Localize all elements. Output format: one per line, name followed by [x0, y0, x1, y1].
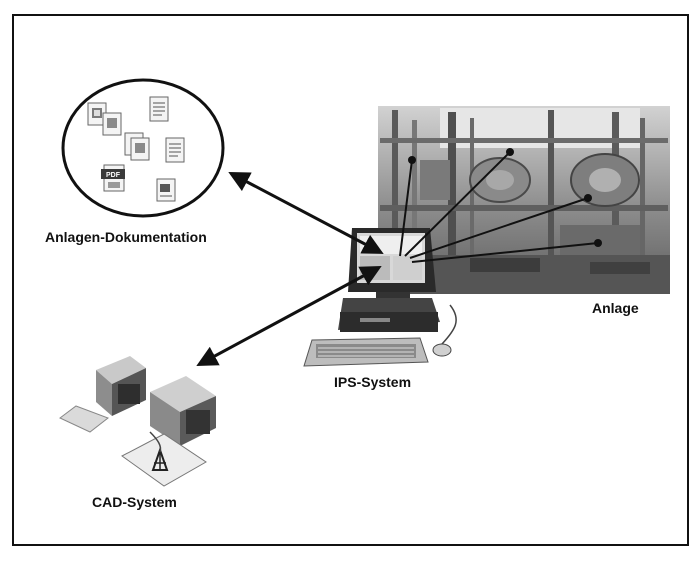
label-plant: Anlage	[592, 300, 639, 316]
plant-pointers	[399, 148, 602, 263]
doc-icon-stack	[124, 132, 150, 161]
doc-icon-text-2	[165, 137, 185, 163]
arrow-docs-ips	[228, 172, 384, 254]
doc-icon-text-1	[149, 96, 169, 122]
pdf-tag: PDF	[106, 172, 121, 179]
cad-system	[59, 356, 216, 487]
arrow-cad-ips	[196, 266, 382, 366]
doc-icon-pdf: PDF	[101, 164, 125, 192]
label-cad: CAD-System	[92, 494, 177, 510]
label-documentation: Anlagen-Dokumentation	[45, 229, 207, 245]
doc-icon-word	[156, 178, 176, 202]
doc-icon-excel-2	[102, 112, 122, 136]
outer-border	[12, 14, 689, 546]
label-ips: IPS-System	[334, 374, 412, 390]
